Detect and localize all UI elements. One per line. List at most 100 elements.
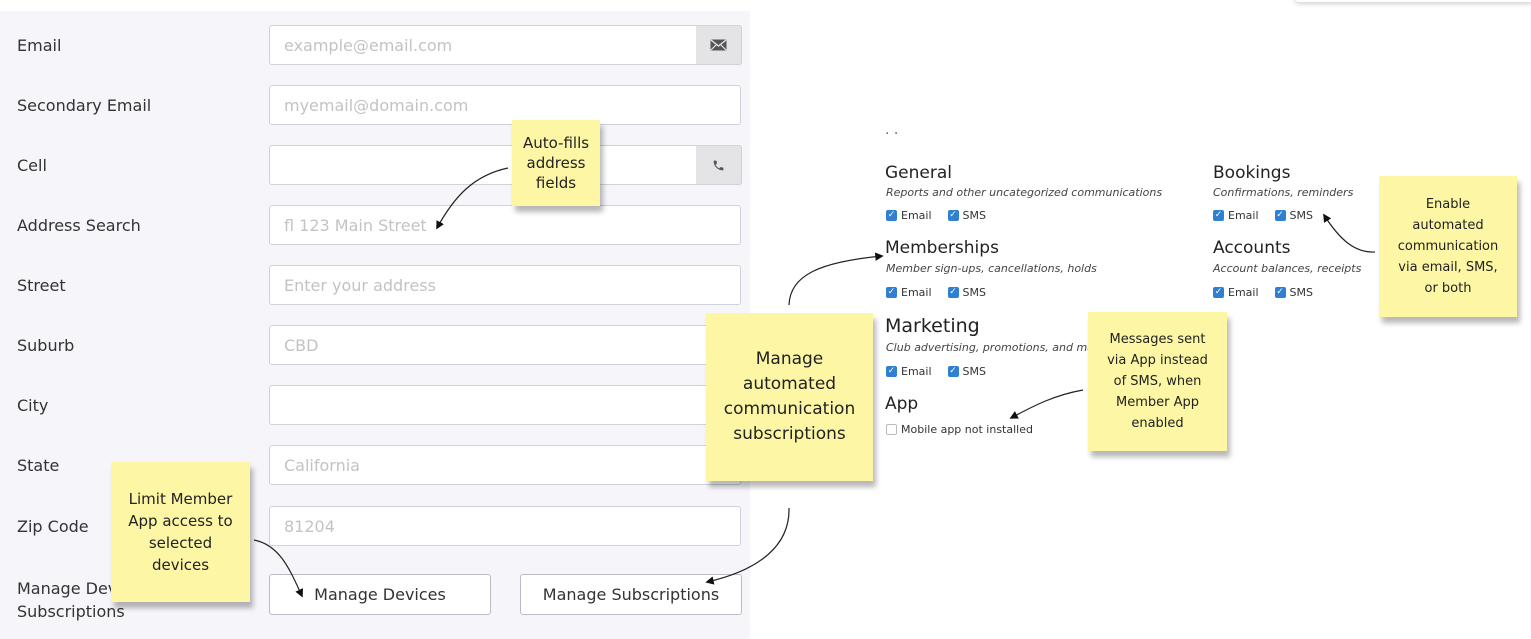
memberships-options: ✓Email ✓SMS [886,286,986,299]
memberships-email-label: Email [901,286,932,299]
suburb-input[interactable] [269,325,741,365]
bookings-email-checkbox[interactable]: ✓ [1213,210,1224,221]
manage-devices-button[interactable]: Manage Devices [269,574,491,615]
app-checkbox[interactable] [886,424,897,435]
zip-input[interactable] [269,506,741,546]
address-search-row: Address Search [0,204,750,246]
note-enable-auto-line5: or both [1424,281,1472,296]
note-autofill: Auto-fills address fields [512,120,600,206]
arrow-enable-auto [1323,213,1376,253]
street-input[interactable] [269,265,741,305]
note-limit-app-line4: devices [151,556,210,574]
email-row: Email [0,24,750,66]
accounts-email-label: Email [1228,286,1259,299]
general-sms-label: SMS [962,209,986,222]
bookings-desc: Confirmations, reminders [1213,186,1354,199]
bookings-sms-label: SMS [1289,209,1313,222]
bookings-title: Bookings [1213,163,1291,183]
bookings-sms-checkbox[interactable]: ✓ [1274,210,1286,221]
note-limit-app-line2: App access to [128,512,233,530]
general-title: General [885,163,952,183]
address-search-input[interactable] [269,205,741,245]
note-enable-auto-line4: via email, SMS, [1398,260,1498,275]
note-manage-comm-line3: communication [723,399,856,419]
note-messages-app-line3: of SMS, when [1113,374,1202,389]
zip-label: Zip Code [17,517,89,536]
zip-row: Zip Code [0,505,750,547]
note-autofill-line2: address [526,154,586,172]
note-autofill-line1: Auto-fills [522,134,590,152]
marketing-sms-checkbox[interactable]: ✓ [947,366,959,377]
phone-icon[interactable] [696,145,742,185]
note-enable-auto-line1: Enable [1425,197,1471,212]
note-messages-app-line5: enabled [1131,416,1184,431]
general-email-checkbox[interactable]: ✓ [886,210,897,221]
address-search-label: Address Search [17,216,141,235]
suburb-label: Suburb [17,336,75,355]
manage-label-line1: Manage Dev [17,579,118,598]
note-messages-app: Messages sent via App instead of SMS, wh… [1088,312,1227,451]
cell-label: Cell [17,156,47,175]
city-row: City [0,384,750,426]
street-label: Street [17,276,66,295]
note-messages-app-line2: via App instead [1107,353,1208,368]
email-input[interactable] [269,25,697,65]
accounts-email-checkbox[interactable]: ✓ [1213,287,1224,298]
secondary-email-label: Secondary Email [17,96,152,115]
memberships-email-checkbox[interactable]: ✓ [886,287,897,298]
city-input[interactable] [269,385,741,425]
secondary-email-input[interactable] [269,85,741,125]
arrow-manage-comm-up [788,252,884,306]
marketing-email-label: Email [901,365,932,378]
note-limit-app: Limit Member App access to selected devi… [111,462,250,602]
email-label: Email [17,36,62,55]
accounts-desc: Account balances, receipts [1213,262,1362,275]
accounts-sms-label: SMS [1289,286,1313,299]
marketing-options: ✓Email ✓SMS [886,365,986,378]
general-desc: Reports and other uncategorized communic… [886,186,1163,199]
bookings-options: ✓Email ✓SMS [1213,209,1313,222]
note-enable-auto-line3: communication [1397,239,1499,254]
memberships-sms-label: SMS [962,286,986,299]
memberships-title: Memberships [885,238,999,258]
accounts-title: Accounts [1213,238,1291,258]
note-manage-comm: Manage automated communication subscript… [706,313,873,481]
note-messages-app-line1: Messages sent [1109,332,1206,347]
city-label: City [17,396,49,415]
general-options: ✓Email ✓SMS [886,209,986,222]
note-limit-app-line3: selected [148,534,213,552]
general-sms-checkbox[interactable]: ✓ [947,210,959,221]
marketing-sms-label: SMS [962,365,986,378]
note-messages-app-line4: Member App [1115,395,1199,410]
marketing-title: Marketing [885,315,980,337]
manage-subscriptions-button[interactable]: Manage Subscriptions [520,574,742,615]
note-enable-auto-line2: automated [1412,218,1484,233]
state-input[interactable] [269,445,741,485]
marketing-desc: Club advertising, promotions, and ma [886,341,1094,354]
app-title: App [885,394,919,414]
note-limit-app-line1: Limit Member [128,490,233,508]
cut-off-heading: · · [885,126,899,142]
suburb-row: Suburb [0,324,750,366]
app-option-label: Mobile app not installed [901,423,1033,436]
cell-input[interactable] [269,145,697,185]
accounts-sms-checkbox[interactable]: ✓ [1274,287,1286,298]
secondary-email-row: Secondary Email [0,84,750,126]
note-manage-comm-line2: automated [742,374,837,394]
manage-label-line2: Subscriptions [17,602,125,621]
memberships-sms-checkbox[interactable]: ✓ [947,287,959,298]
envelope-icon[interactable] [696,25,742,65]
note-enable-auto: Enable automated communication via email… [1379,176,1517,317]
arrow-messages-app [1009,389,1084,419]
app-options: Mobile app not installed [886,423,1033,436]
top-corner-card [1295,0,1531,2]
note-manage-comm-line4: subscriptions [733,424,846,444]
street-row: Street [0,264,750,306]
memberships-desc: Member sign-ups, cancellations, holds [886,262,1097,275]
general-email-label: Email [901,209,932,222]
note-autofill-line3: fields [535,174,577,192]
bookings-email-label: Email [1228,209,1259,222]
marketing-email-checkbox[interactable]: ✓ [886,366,897,377]
cell-row: Cell [0,144,750,186]
note-manage-comm-line1: Manage [755,349,824,369]
